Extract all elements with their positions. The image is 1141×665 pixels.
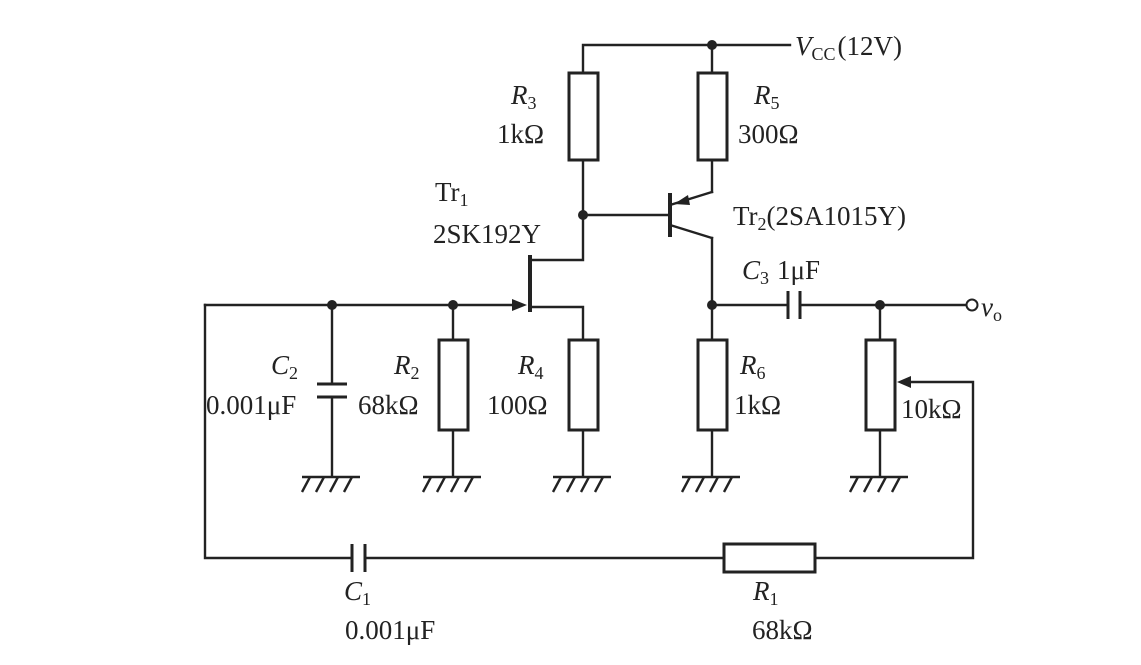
ground-pot	[848, 475, 908, 493]
vcc-rail	[581, 43, 792, 75]
potentiometer	[864, 338, 897, 432]
r1-to-wiper-wire	[813, 380, 975, 560]
source-wire	[528, 305, 585, 342]
junction-dot	[707, 300, 717, 310]
r6-name-label: R6	[739, 350, 766, 383]
vcc-label: VCC(12V)	[795, 31, 902, 64]
ground-r2	[421, 475, 481, 493]
jfet-tr1	[512, 255, 532, 312]
resistor-r2	[437, 338, 470, 432]
junction-dot	[707, 40, 717, 50]
wires	[203, 43, 975, 560]
c1-value-label: 0.001μF	[345, 615, 435, 645]
output-terminal	[965, 298, 979, 312]
r4-name-label: R4	[517, 350, 544, 383]
junction-dot	[875, 300, 885, 310]
r3-value-label: 1kΩ	[497, 119, 544, 149]
r3-name-label: R3	[510, 80, 537, 113]
capacitor-c1	[350, 544, 367, 572]
drain-wire	[528, 213, 585, 262]
ground-r4	[551, 475, 611, 493]
c2-name-label: C2	[271, 350, 298, 383]
pnp-transistor-tr2	[668, 190, 714, 240]
vo-label: vo	[981, 292, 1002, 325]
resistor-r6	[696, 338, 729, 432]
c2-value-label: 0.001μF	[206, 390, 296, 420]
feedback-left-wire	[203, 303, 354, 560]
resistor-r1	[722, 542, 817, 574]
junction-dot	[327, 300, 337, 310]
capacitor-c3	[786, 291, 802, 319]
capacitor-c2	[317, 382, 347, 399]
r4-value-label: 100Ω	[487, 390, 548, 420]
r5-value-label: 300Ω	[738, 119, 799, 149]
r2-name-label: R2	[393, 350, 420, 383]
junctions	[327, 40, 885, 310]
pot-value-label: 10kΩ	[901, 394, 962, 424]
junction-dot	[448, 300, 458, 310]
r5-name-label: R5	[753, 80, 780, 113]
ground-r6	[680, 475, 740, 493]
tr1-part-label: 2SK192Y	[433, 219, 541, 249]
tr1-name-label: Tr1	[435, 177, 469, 210]
emitter-arrow-icon	[674, 195, 690, 205]
c1-name-label: C1	[344, 576, 371, 609]
resistor-r3	[567, 71, 600, 162]
r2-value-label: 68kΩ	[358, 390, 419, 420]
junction-dot	[578, 210, 588, 220]
ground-c2	[300, 475, 360, 493]
resistor-r5	[696, 71, 729, 162]
resistor-r4	[567, 338, 600, 432]
tr2-label: Tr2(2SA1015Y)	[733, 201, 906, 234]
gate-arrow-icon	[512, 299, 527, 311]
r1-name-label: R1	[752, 576, 779, 609]
r6-value-label: 1kΩ	[734, 390, 781, 420]
wiper-arrow-icon	[897, 376, 911, 388]
r1-value-label: 68kΩ	[752, 615, 813, 645]
